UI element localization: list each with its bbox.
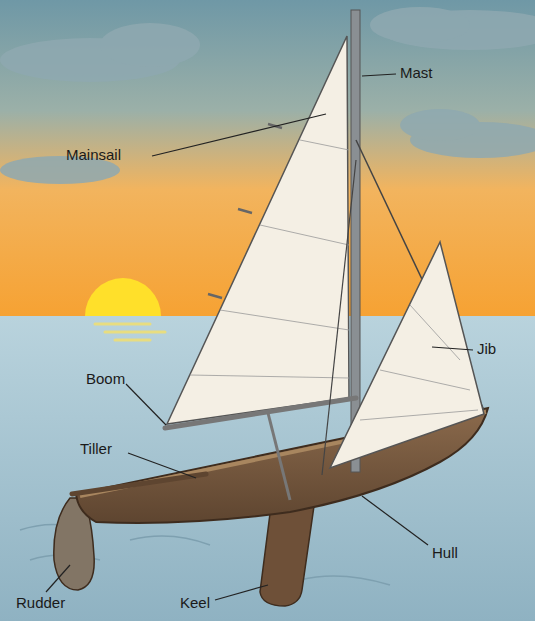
- part-label: Keel: [180, 594, 210, 612]
- part-label: Boom: [86, 370, 125, 388]
- part-label: Mainsail: [66, 146, 121, 164]
- part-label: Rudder: [16, 594, 65, 612]
- part-label: Jib: [477, 340, 496, 358]
- part-label: Mast: [400, 64, 433, 82]
- part-label: Hull: [432, 544, 458, 562]
- part-label: Tiller: [80, 440, 112, 458]
